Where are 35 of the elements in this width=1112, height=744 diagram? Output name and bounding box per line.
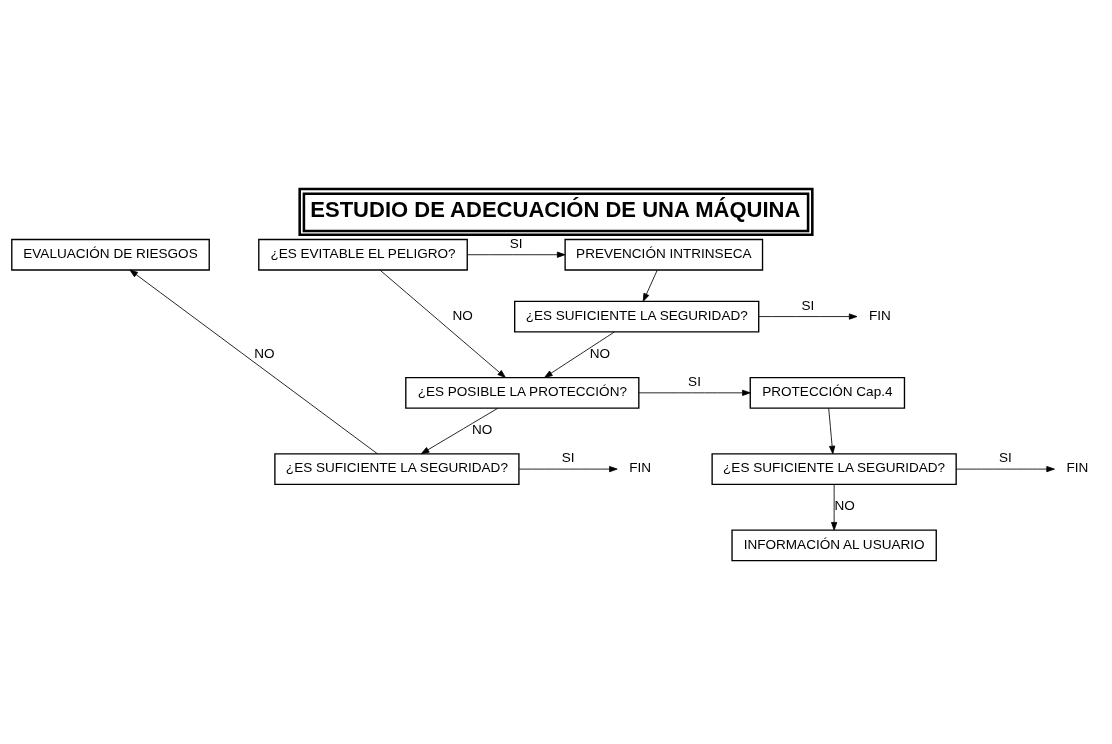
arrow (466, 251, 566, 258)
edge-label: SI (801, 297, 815, 313)
arrow (828, 407, 836, 454)
node-box: ¿ES EVITABLE EL PELIGRO? (258, 238, 468, 271)
arrow (518, 465, 618, 472)
edge-label: SI (998, 449, 1012, 465)
edge-label: SI (509, 235, 523, 251)
arrow (129, 269, 378, 454)
arrow (544, 331, 615, 378)
edge-label: NO (589, 345, 611, 361)
node-box: INFORMACIÓN AL USUARIO (731, 528, 937, 561)
node-box: ¿ES SUFICIENTE LA SEGURIDAD? (274, 452, 520, 485)
node-box: PREVENCIÓN INTRINSECA (564, 238, 764, 271)
edge-label: NO (452, 307, 473, 323)
edge-label: NO (471, 421, 493, 437)
node-box: ¿ES SUFICIENTE LA SEGURIDAD? (711, 452, 957, 485)
arrow (420, 407, 499, 454)
arrow (758, 313, 858, 320)
arrow (642, 269, 658, 302)
arrow (831, 483, 838, 530)
edge-label: SI (561, 449, 575, 465)
edge-label: SI (688, 373, 701, 389)
node-text: FIN (629, 459, 652, 475)
edge-label: NO (834, 497, 855, 513)
arrow (379, 269, 506, 378)
edge-label: NO (254, 345, 275, 361)
arrow (956, 465, 1055, 472)
node-text: FIN (1066, 459, 1089, 475)
node-box: ¿ES SUFICIENTE LA SEGURIDAD? (514, 300, 760, 332)
node-box: EVALUACIÓN DE RIESGOS (11, 238, 210, 271)
arrow (638, 389, 751, 396)
diagram-title: ESTUDIO DE ADECUACIÓN DE UNA MÁQUINA (310, 196, 801, 222)
node-text: FIN (868, 307, 891, 323)
node-box: ¿ES POSIBLE LA PROTECCIÓN? (405, 376, 640, 409)
node-box: PROTECCIÓN Cap.4 (749, 376, 906, 409)
